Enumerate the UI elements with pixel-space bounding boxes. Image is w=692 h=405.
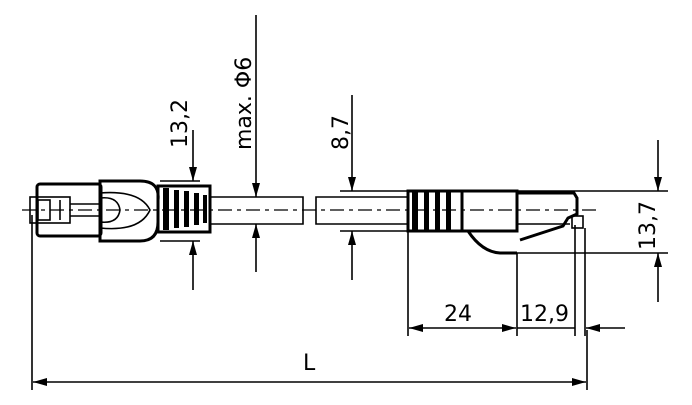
left-connector	[29, 179, 212, 243]
dimension-total-length: L	[31, 215, 588, 390]
dimension-boot-height: 13,2	[160, 99, 200, 290]
dimension-plug-height: 13,7	[517, 140, 668, 302]
right-connector	[406, 189, 584, 255]
dimension-ribs-height: 8,7	[329, 95, 408, 280]
dimension-label-12-9: 12,9	[520, 302, 569, 327]
dimension-label-24: 24	[444, 302, 472, 327]
dimension-label-13-7: 13,7	[636, 201, 661, 250]
dimension-label-8-7: 8,7	[329, 115, 354, 150]
dimension-label-13-2: 13,2	[168, 99, 193, 148]
left-strain-relief-ribs	[156, 184, 212, 234]
dimension-lengths: 24 12,9	[407, 225, 625, 336]
dimension-cable-diameter: max. Φ6	[232, 15, 260, 272]
dimension-label-L: L	[303, 351, 316, 376]
right-strain-relief-ribs	[406, 189, 464, 233]
dimension-label-max-phi-6: max. Φ6	[232, 57, 257, 150]
